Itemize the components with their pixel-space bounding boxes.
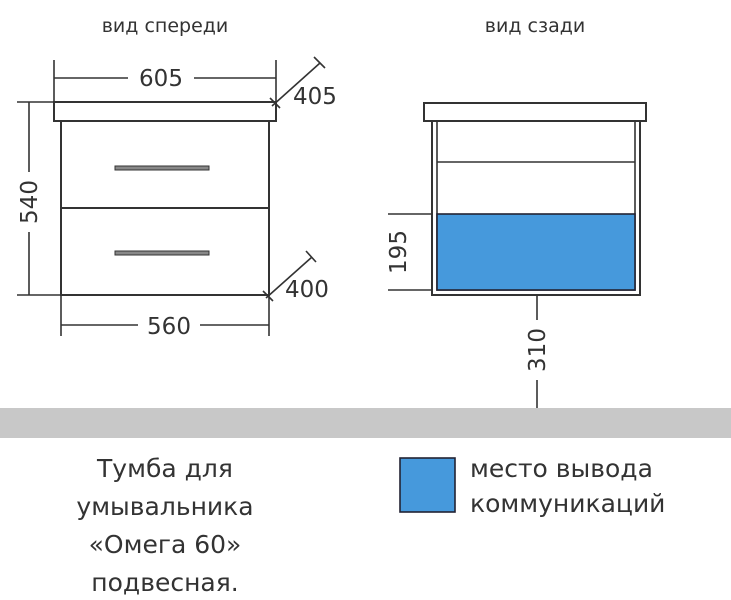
drawer-handle-bottom bbox=[114, 250, 210, 256]
dim-top-depth: 405 bbox=[293, 84, 337, 110]
dim-body-width: 560 bbox=[147, 314, 191, 340]
caption-line-1: Тумба для bbox=[96, 454, 233, 483]
countertop-front bbox=[53, 101, 277, 122]
front-view: 605 405 540 400 560 bbox=[17, 56, 337, 340]
dim-body-depth: 400 bbox=[285, 277, 329, 303]
utility-zone bbox=[436, 213, 636, 291]
dim-utility-height: 195 bbox=[386, 230, 412, 274]
dim-height: 540 bbox=[17, 180, 43, 224]
caption-line-3: «Омега 60» bbox=[89, 530, 242, 559]
legend-line-1: место вывода bbox=[470, 454, 653, 483]
caption-line-2: умывальника bbox=[76, 492, 253, 521]
legend-line-2: коммуникаций bbox=[470, 489, 665, 518]
legend-swatch bbox=[399, 457, 456, 513]
caption-line-4: подвесная. bbox=[91, 568, 238, 597]
dim-top-width: 605 bbox=[139, 66, 183, 92]
drawer-handle-top bbox=[114, 165, 210, 171]
floor-band bbox=[0, 408, 731, 438]
back-view: 195 310 bbox=[386, 102, 647, 408]
countertop-back bbox=[423, 102, 647, 122]
heading-front-view: вид спереди bbox=[102, 15, 229, 37]
heading-back-view: вид сзади bbox=[485, 15, 585, 37]
dim-floor-offset: 310 bbox=[525, 328, 551, 372]
